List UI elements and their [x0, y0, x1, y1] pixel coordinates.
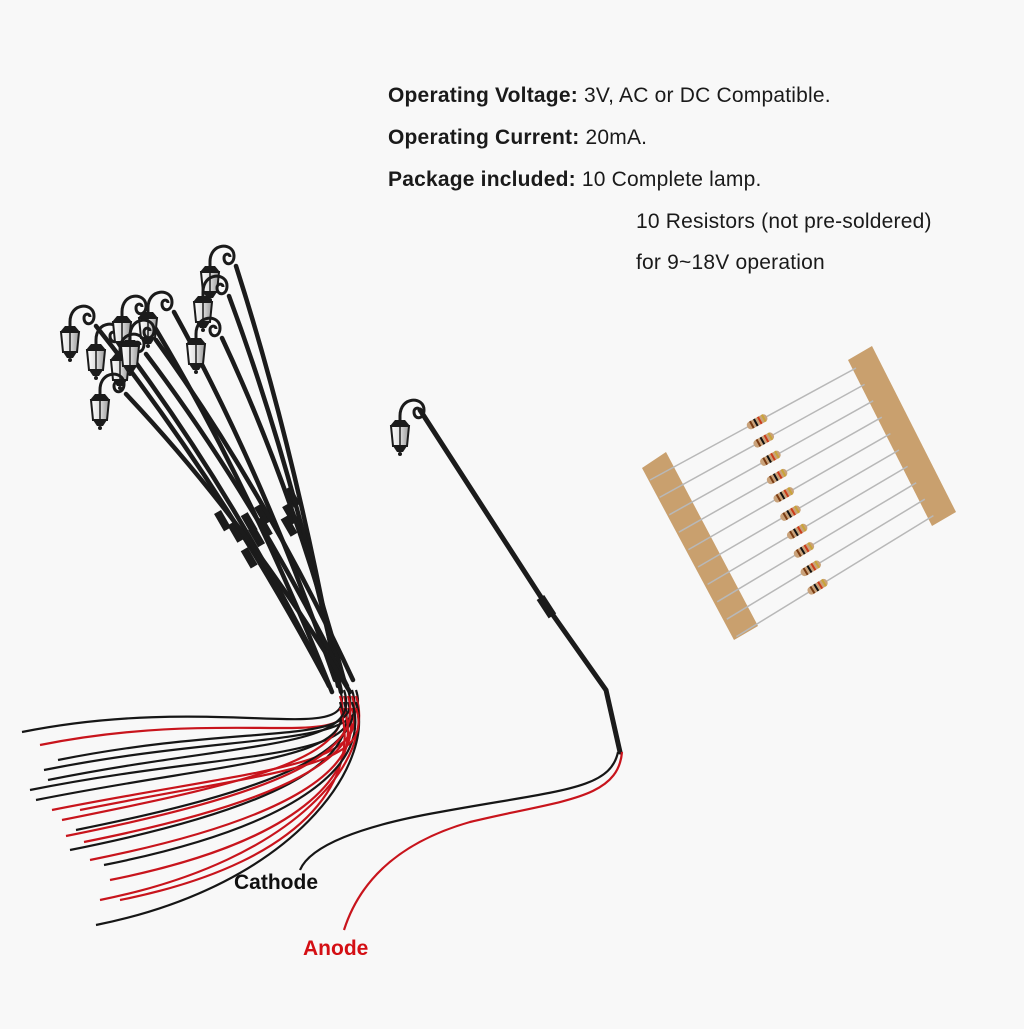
spec-package-line-1: 10 Complete lamp. [581, 168, 762, 191]
pole-sleeve [536, 595, 557, 619]
resistor-icon [746, 414, 768, 430]
spec-package-line-2: 10 Resistors (not pre-soldered) [636, 210, 932, 233]
spec-package-label: Package included: [388, 168, 576, 191]
resistor-lead [707, 465, 908, 586]
anode-wire [109, 707, 349, 882]
pole-sleeve [280, 515, 298, 537]
anode-label: Anode [303, 937, 369, 960]
resistor-icon [766, 468, 788, 485]
anode-wire [83, 695, 356, 844]
cathode-wire [298, 751, 620, 871]
street-lamp-icon [388, 398, 426, 458]
resistor-icon [753, 432, 775, 448]
anode-wire [65, 695, 352, 838]
spec-package-line-3: for 9~18V operation [636, 251, 825, 274]
pole-sleeve [227, 521, 245, 543]
street-lamp-icon [198, 244, 236, 304]
resistor-lead [716, 482, 917, 603]
spec-current: Operating Current: 20mA. [388, 126, 647, 150]
cathode-wire [47, 689, 348, 782]
spec-voltage-value: 3V, AC or DC Compatible. [583, 84, 831, 107]
cathode-wire [69, 701, 348, 852]
lamp-pole [153, 337, 356, 683]
pole-sleeve [240, 547, 258, 569]
anode-wire [39, 695, 347, 747]
lamp-pole [123, 391, 353, 695]
anode-wire [51, 707, 356, 812]
resistor-lead [736, 514, 934, 638]
resistor-icon [780, 505, 801, 521]
anode-wire [342, 751, 624, 931]
single-lamp [298, 398, 624, 931]
spec-voltage: Operating Voltage: 3V, AC or DC Compatib… [388, 84, 831, 108]
pole-sleeve [254, 503, 272, 526]
spec-voltage-label: Operating Voltage: [388, 84, 578, 107]
spec-package: Package included: 10 Complete lamp. [388, 168, 762, 192]
tape-left [642, 452, 758, 640]
resistor-strip [642, 346, 956, 640]
street-lamp-icon [88, 372, 126, 432]
cathode-label: Cathode [234, 871, 318, 894]
tape-right [848, 346, 956, 526]
spec-current-value: 20mA. [585, 126, 648, 149]
resistor-icon [807, 578, 828, 595]
resistor-lead [726, 498, 926, 620]
anode-wire [79, 707, 360, 812]
lamp-bundle [21, 244, 361, 927]
lamp-pole [145, 313, 335, 695]
resistor-icon [773, 487, 794, 503]
pole-sleeve [214, 510, 231, 532]
resistor-icon [760, 450, 781, 466]
lamp-pole [143, 351, 350, 689]
cathode-wire [103, 701, 357, 867]
cathode-wire [21, 689, 343, 734]
resistor-icon [786, 523, 808, 540]
lamp-pole [119, 341, 332, 689]
anode-wire [119, 707, 346, 902]
resistor-icon [800, 560, 821, 577]
spec-current-label: Operating Current: [388, 126, 580, 149]
pole-sleeve [248, 525, 266, 548]
cathode-wire [57, 689, 352, 762]
resistor-icon [793, 542, 815, 558]
lamp-pole [417, 407, 623, 755]
cathode-wire [35, 701, 344, 802]
pole-sleeve [255, 516, 273, 538]
lamp-pole [226, 293, 344, 695]
